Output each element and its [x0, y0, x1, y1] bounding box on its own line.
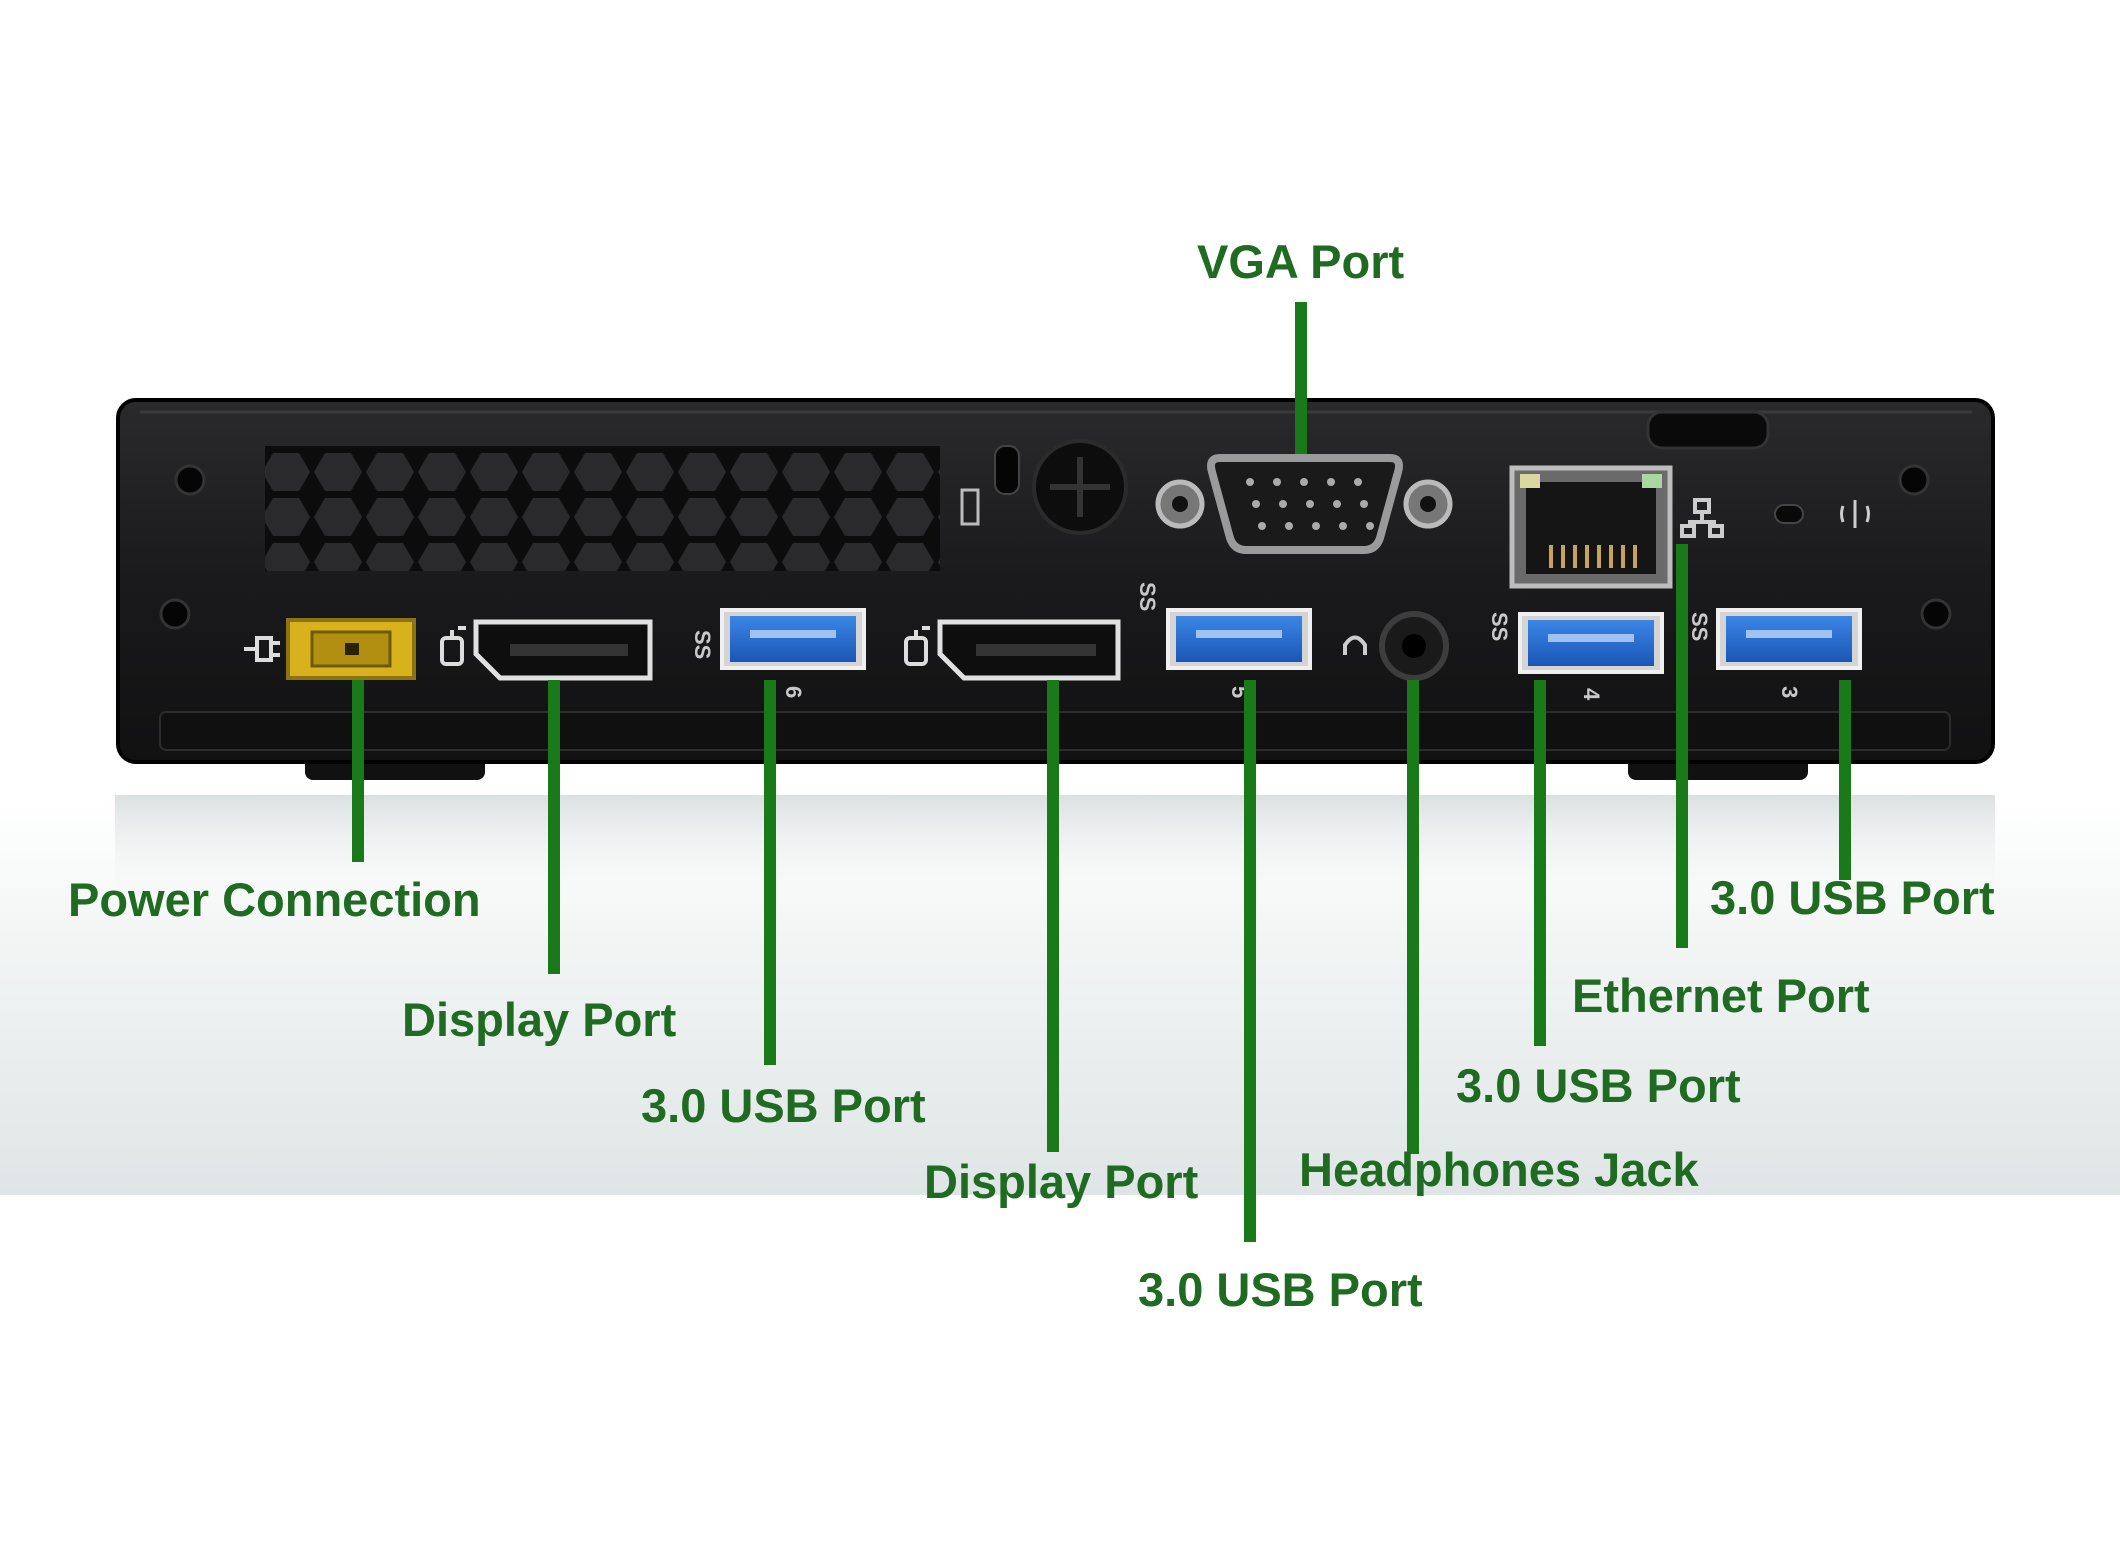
screw-hole-top-left	[174, 464, 206, 496]
label-vga-port: VGA Port	[1197, 235, 1405, 288]
usb-superspeed-mark-6: SS	[690, 630, 715, 659]
display-port-1-contacts	[510, 644, 628, 656]
screw-hole-bottom-left	[159, 598, 191, 630]
label-power-connection: Power Connection	[68, 873, 481, 926]
antenna-icon	[1840, 500, 1870, 528]
usb-port-number-3: 3	[1777, 686, 1802, 698]
display-port-icon	[904, 626, 930, 666]
label-usb-port-1: 3.0 USB Port	[641, 1079, 926, 1132]
usb-superspeed-mark-4: SS	[1487, 612, 1512, 641]
usb-port-3	[1716, 608, 1862, 670]
vga-screw-right-hole	[1420, 496, 1436, 512]
headphone-jack-hole	[1402, 634, 1426, 658]
usb-port-6	[720, 608, 866, 670]
vga-screw-left-hole	[1172, 496, 1188, 512]
lock-icon	[960, 488, 980, 526]
vga-port	[1207, 454, 1403, 554]
usb-superspeed-mark-5: SS	[1135, 582, 1160, 611]
network-icon	[1680, 498, 1724, 538]
vent-grille	[265, 446, 940, 571]
lock-slot	[994, 445, 1020, 495]
ethernet-led-right	[1642, 474, 1662, 488]
label-usb-port-3: 3.0 USB Port	[1456, 1059, 1741, 1112]
label-display-port-2: Display Port	[924, 1155, 1199, 1208]
label-display-port-1: Display Port	[402, 993, 677, 1046]
usb-port-4	[1518, 612, 1664, 674]
screw-hole-top-right	[1898, 464, 1930, 496]
small-lock-slot	[1774, 504, 1804, 524]
usb-superspeed-mark-3: SS	[1687, 612, 1712, 641]
power-port-pin	[345, 643, 359, 655]
display-port-2-contacts	[976, 644, 1096, 656]
label-ethernet-port: Ethernet Port	[1572, 969, 1870, 1022]
screw-hole-bottom-right	[1920, 598, 1952, 630]
top-right-slot	[1646, 410, 1770, 450]
label-usb-port-2: 3.0 USB Port	[1138, 1263, 1423, 1316]
power-icon	[244, 636, 280, 662]
label-headphones-jack: Headphones Jack	[1299, 1143, 1700, 1196]
vga-pins	[1246, 478, 1374, 530]
usb-port-5	[1166, 608, 1312, 670]
usb-port-number-4: 4	[1579, 688, 1604, 701]
display-port-icon	[440, 626, 466, 666]
headphone-icon	[1343, 635, 1367, 655]
ethernet-led-left	[1520, 474, 1540, 488]
label-usb-port-4: 3.0 USB Port	[1710, 871, 1995, 924]
ethernet-contacts	[1549, 545, 1637, 568]
usb-port-number-6: 6	[781, 686, 806, 698]
